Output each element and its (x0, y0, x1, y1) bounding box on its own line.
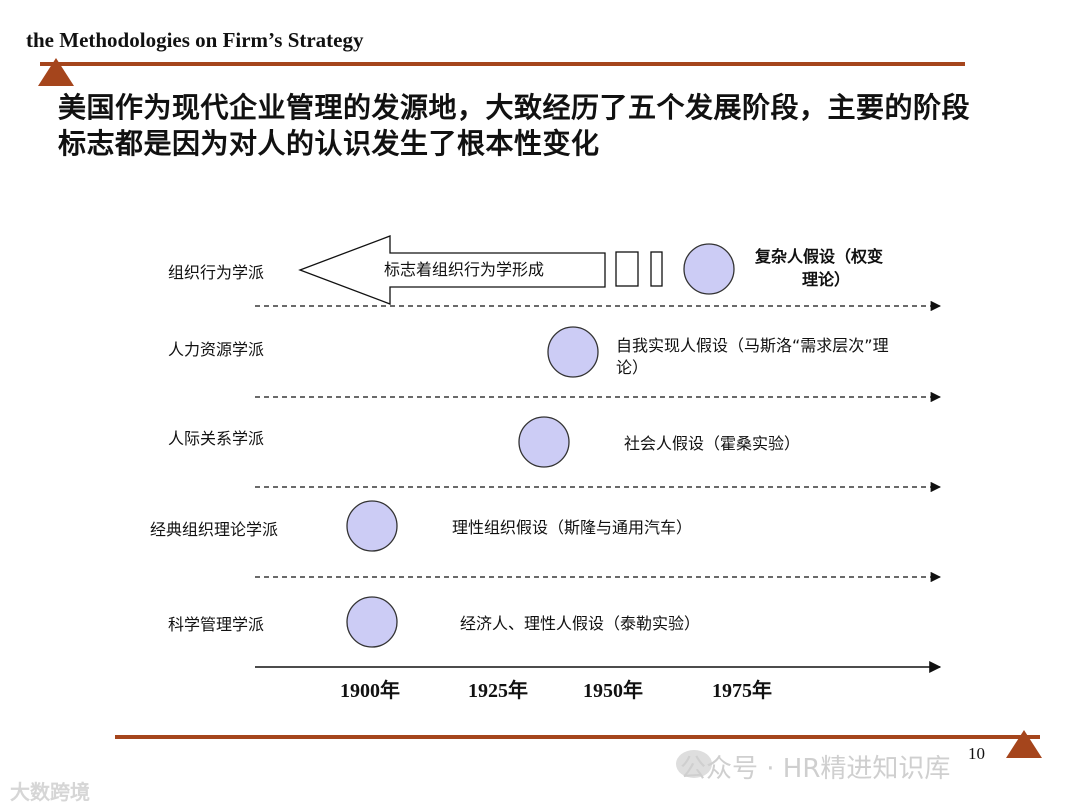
desc-social-man: 社会人假设（霍桑实验） (624, 434, 800, 453)
desc-rational-org: 理性组织假设（斯隆与通用汽车） (452, 518, 692, 537)
header-title: the Methodologies on Firm’s Strategy (26, 28, 364, 52)
circle-marker (547, 326, 599, 378)
circle-marker (346, 596, 398, 648)
arrow-text: 标志着组织行为学形成 (384, 260, 544, 279)
row-label-human-relations: 人际关系学派 (168, 429, 264, 448)
desc-complex-man-2: 理论） (802, 270, 850, 289)
year-label: 1950年 (583, 678, 643, 702)
year-label: 1900年 (340, 678, 400, 702)
top-rule (40, 62, 965, 66)
small-rect (615, 251, 639, 287)
row-label-human-resources: 人力资源学派 (168, 340, 264, 359)
headline-line-1: 美国作为现代企业管理的发源地，大致经历了五个发展阶段，主要的阶段 (58, 91, 971, 124)
bottom-rule (115, 735, 1040, 739)
top-triangle-icon (38, 58, 74, 86)
corner-logo: 大数跨境 (10, 780, 90, 804)
left-arrow-shape (298, 235, 606, 305)
circle-marker (518, 416, 570, 468)
small-rect (650, 251, 663, 287)
row-label-org-behavior: 组织行为学派 (168, 263, 264, 282)
desc-complex-man-1: 复杂人假设（权变 (754, 247, 883, 266)
bottom-triangle-icon (1006, 730, 1042, 758)
page-number: 10 (968, 744, 985, 763)
desc-self-actualizing-2: 论） (616, 358, 648, 377)
wechat-icon (676, 750, 712, 778)
desc-self-actualizing-1: 自我实现人假设（马斯洛“需求层次”理 (616, 336, 889, 355)
circle-marker (683, 243, 735, 295)
desc-economic-man: 经济人、理性人假设（泰勒实验） (460, 614, 700, 633)
row-label-classical-org: 经典组织理论学派 (150, 520, 278, 539)
headline-line-2: 标志都是因为对人的认识发生了根本性变化 (58, 127, 600, 160)
circle-marker (346, 500, 398, 552)
row-label-scientific-mgmt: 科学管理学派 (168, 615, 264, 634)
watermark-text: 公众号 · HR精进知识库 (680, 754, 951, 784)
year-label: 1975年 (712, 678, 772, 702)
year-label: 1925年 (468, 678, 528, 702)
